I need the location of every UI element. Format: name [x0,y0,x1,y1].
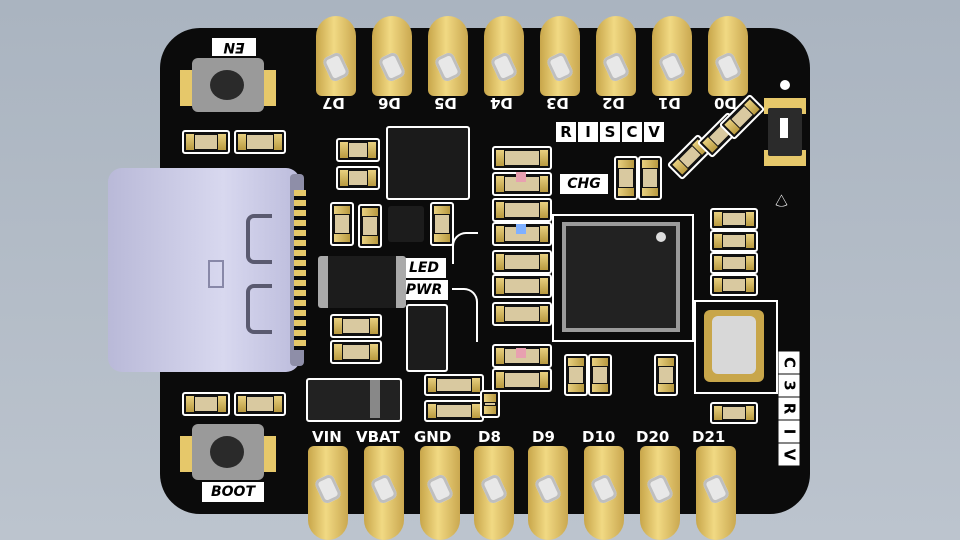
smd-component [710,252,758,274]
boot-button[interactable] [180,424,276,480]
smd-component [492,368,552,392]
c3riv-letter: C [778,351,800,374]
smd-component [336,138,380,162]
usb-pins [294,190,306,350]
smd-component [638,156,662,200]
pin-pad-d8[interactable] [474,446,514,540]
smd-component [654,354,678,396]
pin-label-vbat: VBAT [356,428,400,446]
pin-label-d3: D3 [546,94,569,112]
ic-small [388,206,424,242]
smd-component [710,274,758,296]
pin-label-vin: VIN [312,428,342,446]
pin-label-d7: D7 [322,94,345,112]
smd-component [710,208,758,230]
smd-component [358,204,382,248]
pin-label-d21: D21 [692,428,726,446]
pin-label-d4: D4 [490,94,513,112]
smd-component [430,202,454,246]
mcu-chip [552,214,694,342]
smd-component [424,400,484,422]
pin-pad-d21[interactable] [696,446,736,540]
smd-component [710,402,758,424]
wifi-icon: ⌔ [772,189,791,213]
led-label: LED [402,258,446,278]
pin-pad-d20[interactable] [640,446,680,540]
riscv-letter: S [600,122,620,142]
pin-label-d9: D9 [532,428,555,446]
pin-pad-d6[interactable] [372,16,412,96]
pin-pad-vin[interactable] [308,446,348,540]
smd-component [234,130,286,154]
pin-pad-d9[interactable] [528,446,568,540]
pin-pad-d1[interactable] [652,16,692,96]
smd-component [330,340,382,364]
fiducial-mark [780,80,790,90]
smd-component [424,374,484,396]
led-indicator [516,224,526,234]
smd-component [182,392,230,416]
smd-component [492,222,552,246]
silk-bracket-pwr [452,288,478,342]
chg-label: CHG [560,174,608,194]
smd-component [330,202,354,246]
regulator [318,256,406,308]
silk-bracket-led [452,232,478,264]
pin-pad-d4[interactable] [484,16,524,96]
pin-label-d10: D10 [582,428,616,446]
smd-component [492,302,552,326]
en-button[interactable] [180,58,276,112]
pin-label-d20: D20 [636,428,670,446]
pin-pad-d10[interactable] [584,446,624,540]
smd-component [564,354,588,396]
c3riv-letter: R [778,397,800,420]
led-indicator [516,348,526,358]
smd-component [710,230,758,252]
c3riv-letter: I [778,420,800,443]
smd-component [330,314,382,338]
riscv-letter: C [622,122,642,142]
usb-c-connector[interactable] [108,168,304,372]
smd-component [614,156,638,200]
riscv-letter: V [644,122,664,142]
smd-component [182,130,230,154]
smd-component [492,250,552,274]
pin-pad-vbat[interactable] [364,446,404,540]
diode-pwr [406,304,448,372]
pin-pad-d0[interactable] [708,16,748,96]
pin-pad-d3[interactable] [540,16,580,96]
pin-label-d2: D2 [602,94,625,112]
ic-top [386,126,470,200]
pin-pad-d7[interactable] [316,16,356,96]
pin-pad-gnd[interactable] [420,446,460,540]
c3riv-letter: 3 [778,374,800,397]
pin-label-d5: D5 [434,94,457,112]
smd-component [492,344,552,368]
smd-component [234,392,286,416]
smd-component [492,198,552,222]
c3riv-letter: V [778,443,800,466]
pin-label-d8: D8 [478,428,501,446]
boot-label: BOOT [202,482,264,502]
pin-pad-d5[interactable] [428,16,468,96]
pwr-label: PWR [400,280,448,300]
riscv-letter: I [578,122,598,142]
pin-label-gnd: GND [414,428,452,446]
antenna-component [764,98,806,166]
smd-component [336,166,380,190]
led-indicator [516,172,526,182]
pin-pad-d2[interactable] [596,16,636,96]
pin-label-d6: D6 [378,94,401,112]
smd-component [492,146,552,170]
riscv-letter: R [556,122,576,142]
pin-label-d1: D1 [658,94,681,112]
smd-component [480,390,500,418]
en-label: EN [212,38,256,56]
smd-component [492,274,552,298]
diode-band [370,380,380,418]
crystal [694,300,778,394]
diode-bottom [306,378,402,422]
smd-component [588,354,612,396]
